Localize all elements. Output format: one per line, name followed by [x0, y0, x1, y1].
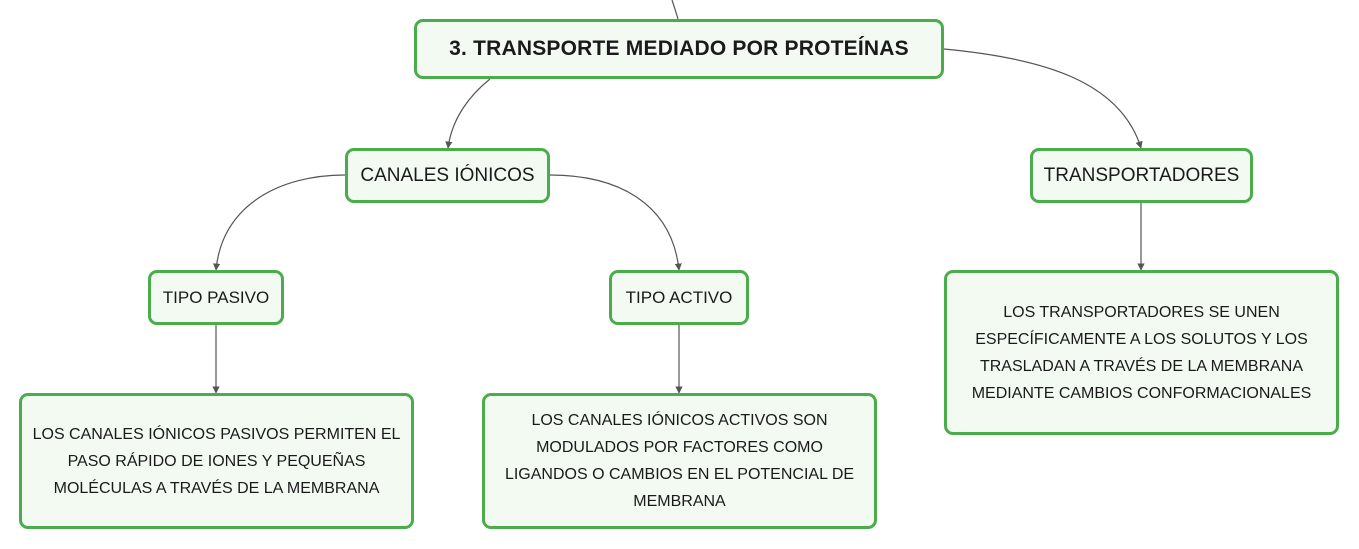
- desc-transportadores-node[interactable]: LOS TRANSPORTADORES SE UNEN ESPECÍFICAME…: [944, 270, 1339, 435]
- connector-canales-to-tipo-pasivo: [213, 174, 346, 271]
- connector-root-to-transportadores: [943, 48, 1143, 149]
- connector-parent-to-root: [671, 0, 679, 20]
- root-node-label: 3. TRANSPORTE MEDIADO POR PROTEÍNAS: [449, 37, 909, 60]
- desc-pasivo-node[interactable]: LOS CANALES IÓNICOS PASIVOS PERMITEN EL …: [19, 393, 414, 529]
- connector-canales-to-tipo-activo: [549, 174, 682, 271]
- canales-ionicos-label: CANALES IÓNICOS: [360, 164, 535, 186]
- tipo-pasivo-label: TIPO PASIVO: [162, 287, 270, 307]
- canales-ionicos-node[interactable]: CANALES IÓNICOS: [345, 148, 550, 203]
- transportadores-label: TRANSPORTADORES: [1043, 164, 1240, 186]
- root-node[interactable]: 3. TRANSPORTE MEDIADO POR PROTEÍNAS: [414, 19, 944, 79]
- tipo-activo-label: TIPO ACTIVO: [625, 287, 733, 307]
- connector-root-to-canales-ionicos: [445, 78, 491, 149]
- desc-transportadores-text: LOS TRANSPORTADORES SE UNEN ESPECÍFICAME…: [971, 303, 1312, 402]
- tipo-pasivo-node[interactable]: TIPO PASIVO: [148, 270, 284, 325]
- desc-activo-text: LOS CANALES IÓNICOS ACTIVOS SON MODULADO…: [504, 412, 855, 510]
- tipo-activo-node[interactable]: TIPO ACTIVO: [609, 270, 749, 325]
- transportadores-node[interactable]: TRANSPORTADORES: [1030, 148, 1253, 203]
- desc-activo-node[interactable]: LOS CANALES IÓNICOS ACTIVOS SON MODULADO…: [482, 393, 877, 529]
- desc-pasivo-text: LOS CANALES IÓNICOS PASIVOS PERMITEN EL …: [32, 425, 401, 497]
